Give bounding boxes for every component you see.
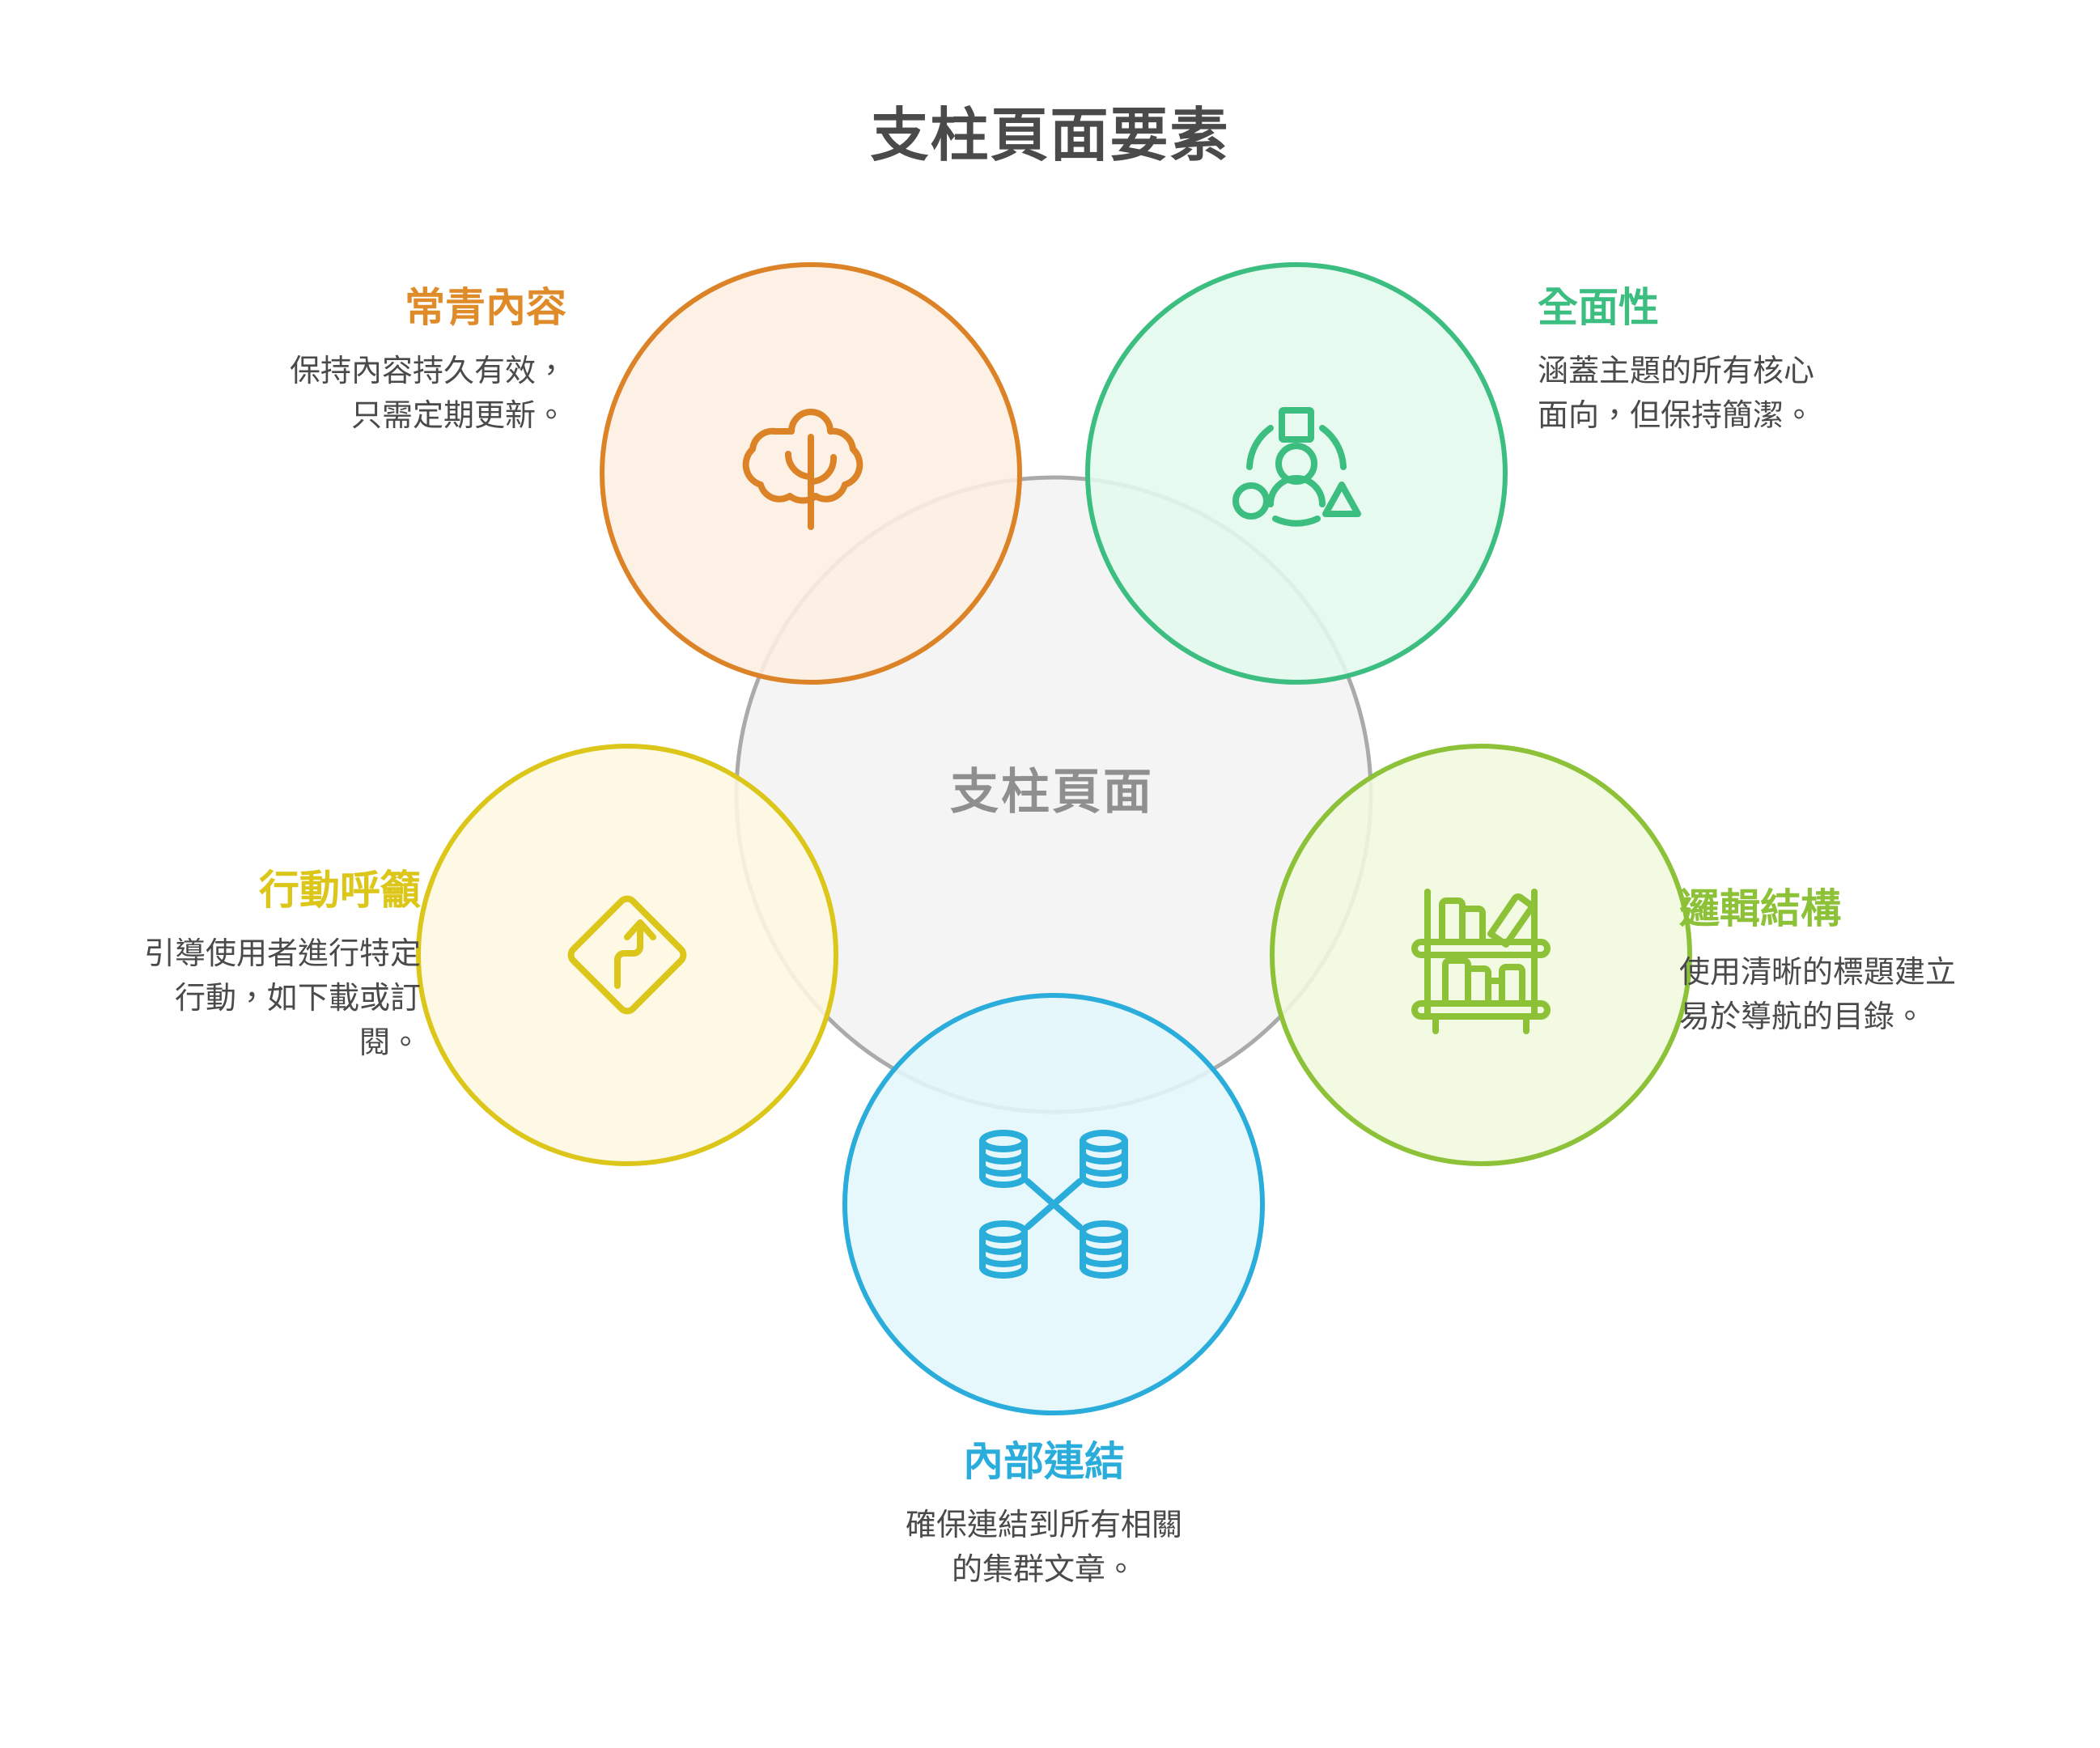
petal-comprehensive[interactable] (1085, 262, 1508, 685)
road-sign-arrow-icon (567, 895, 687, 1015)
petal-internal-links[interactable] (842, 993, 1265, 1415)
people-shapes-icon (1232, 407, 1361, 527)
desc-line: 只需定期更新。 (350, 398, 566, 433)
center-label: 支柱頁面 (950, 765, 1154, 819)
desc-line: 確保連結到所有相關 (905, 1508, 1182, 1542)
label-desc-comprehensive: 涵蓋主題的所有核心 面向，但保持簡潔。 (1538, 350, 2007, 439)
label-structure: 邏輯結構 使用清晰的標題建立 易於導航的目錄。 (1679, 886, 2060, 1040)
petal-cta[interactable] (416, 744, 838, 1166)
label-evergreen: 常青內容 保持內容持久有效， 只需定期更新。 (97, 285, 566, 439)
label-title-comprehensive: 全面性 (1538, 285, 1659, 330)
label-title-structure: 邏輯結構 (1679, 886, 1841, 931)
label-internal-links: 內部連結 確保連結到所有相關 的集群文章。 (842, 1439, 1246, 1593)
page-title: 支柱頁面要素 (870, 104, 1230, 168)
linked-databases-icon (979, 1130, 1128, 1279)
petal-circle-comprehensive (1085, 262, 1508, 685)
label-desc-internal-links: 確保連結到所有相關 的集群文章。 (842, 1504, 1246, 1593)
desc-line: 閱。 (358, 1025, 421, 1060)
desc-line: 面向，但保持簡潔。 (1538, 398, 1815, 433)
label-cta: 行動呼籲 引導使用者進行特定 行動，如下載或訂 閱。 (65, 868, 421, 1066)
bookshelf-icon (1411, 889, 1551, 1034)
desc-line: 保持內容持久有效， (289, 354, 566, 388)
label-desc-structure: 使用清晰的標題建立 易於導航的目錄。 (1679, 951, 2060, 1040)
desc-line: 的集群文章。 (951, 1552, 1136, 1587)
desc-line: 易於導航的目錄。 (1679, 999, 1926, 1034)
label-title-evergreen: 常青內容 (405, 285, 566, 330)
desc-line: 涵蓋主題的所有核心 (1538, 354, 1815, 388)
desc-line: 引導使用者進行特定 (143, 936, 421, 971)
label-desc-cta: 引導使用者進行特定 行動，如下載或訂 閱。 (65, 932, 421, 1066)
desc-line: 使用清晰的標題建立 (1679, 955, 1957, 990)
petal-structure[interactable] (1270, 744, 1692, 1166)
label-title-cta: 行動呼籲 (259, 868, 421, 913)
label-title-internal-links: 內部連結 (963, 1439, 1125, 1484)
desc-line: 行動，如下載或訂 (174, 981, 421, 1016)
tree-icon (742, 409, 863, 530)
label-desc-evergreen: 保持內容持久有效， 只需定期更新。 (97, 350, 566, 439)
petal-evergreen[interactable] (600, 262, 1022, 685)
label-comprehensive: 全面性 涵蓋主題的所有核心 面向，但保持簡潔。 (1538, 285, 2007, 439)
